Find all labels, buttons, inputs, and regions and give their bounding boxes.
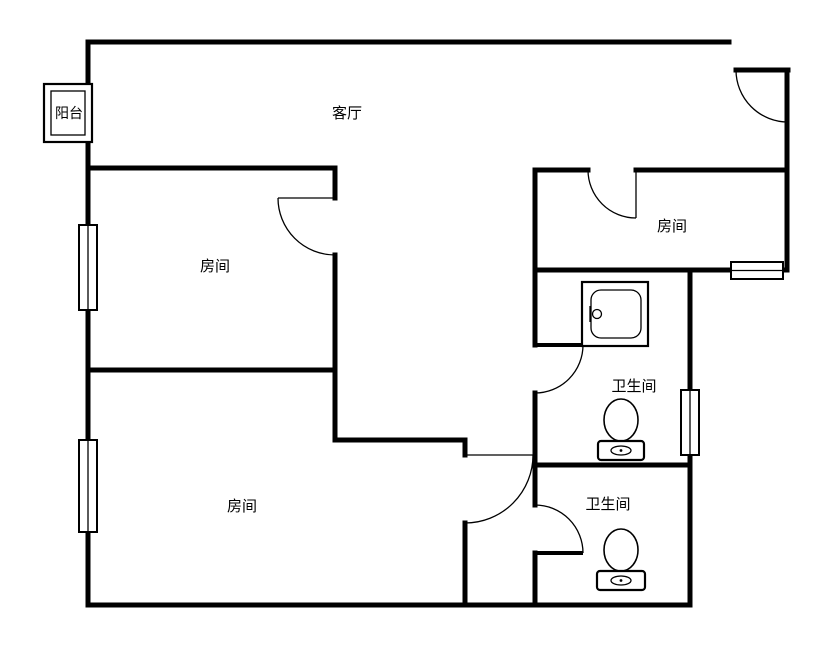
bedroom-bottom-left-label: 房间 <box>227 498 257 515</box>
left-lower-window-icon <box>78 439 98 533</box>
living-room-label: 客厅 <box>332 105 362 122</box>
entry-door-arc <box>735 69 789 123</box>
walls <box>85 39 791 608</box>
top-right-room-window-icon <box>730 261 784 280</box>
toilet-lower-icon <box>595 528 647 592</box>
right-window-icon <box>680 389 700 456</box>
fixtures <box>580 280 650 592</box>
windows <box>42 82 784 533</box>
bedroom-bottom-left-door-arc <box>464 454 534 524</box>
room-labels: 阳台 客厅 房间 房间 房间 卫生间 卫生间 <box>55 105 687 515</box>
bedroom-middle-left-label: 房间 <box>200 258 230 275</box>
bathroom-upper-door-arc <box>534 344 584 394</box>
bathroom-lower-door-arc <box>534 504 584 554</box>
toilet-upper-icon <box>596 398 646 462</box>
bedroom-middle-left-door-arc <box>277 197 336 256</box>
bathroom-lower-label: 卫生间 <box>585 496 630 513</box>
balcony-label: 阳台 <box>55 105 83 121</box>
bathtub-icon <box>580 280 650 348</box>
bedroom-top-right-door-arc <box>587 169 637 219</box>
left-upper-window-icon <box>78 224 98 311</box>
doors <box>277 69 789 555</box>
balcony-window-box <box>42 82 94 144</box>
bedroom-top-right-label: 房间 <box>657 218 687 235</box>
bathroom-upper-label: 卫生间 <box>611 378 656 395</box>
